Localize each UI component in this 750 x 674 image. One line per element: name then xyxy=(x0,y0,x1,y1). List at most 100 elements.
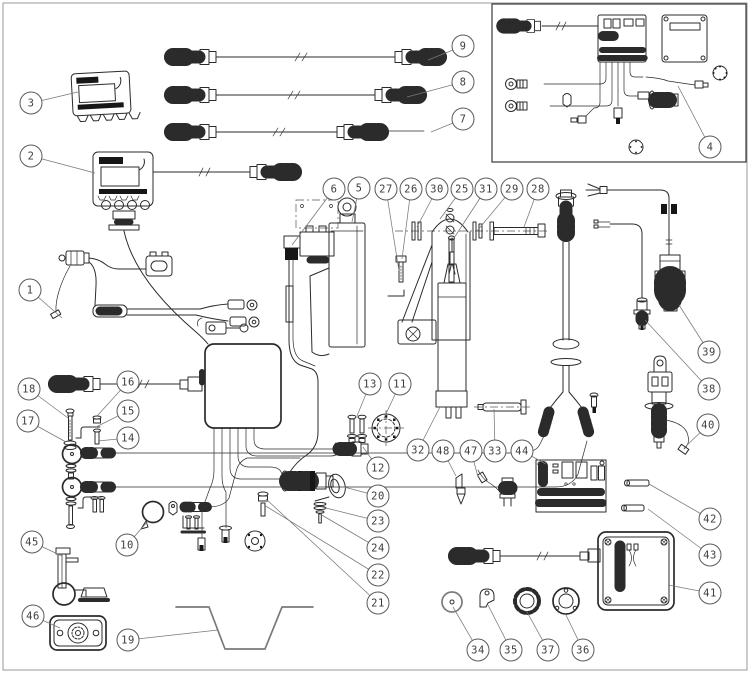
callout-leader-26 xyxy=(401,188,412,260)
corner-screws xyxy=(604,538,668,604)
panel-connector-plate xyxy=(49,615,107,651)
callout-number-36: 36 xyxy=(576,645,590,657)
callout-number-41: 41 xyxy=(703,588,717,600)
inset-assembly-box xyxy=(492,3,747,163)
callout-circle-21 xyxy=(366,591,390,615)
callout-number-28: 28 xyxy=(531,184,545,196)
callout-circle-30 xyxy=(425,177,449,201)
solenoid-cable xyxy=(285,259,319,473)
callout-circle-1 xyxy=(18,278,42,302)
callout-circle-41 xyxy=(698,581,722,605)
sensor-cable-lower xyxy=(111,440,588,488)
callout-number-16: 16 xyxy=(121,377,135,389)
callout-number-22: 22 xyxy=(371,570,385,582)
callout-circle-25 xyxy=(450,177,474,201)
callout-number-17: 17 xyxy=(21,416,35,428)
cable-clip-35 xyxy=(479,588,495,608)
callout-circle-10 xyxy=(115,533,139,557)
callout-number-23: 23 xyxy=(371,516,385,528)
junction-harness-wires xyxy=(197,427,340,552)
callout-circle-28 xyxy=(526,177,550,201)
callout-number-19: 19 xyxy=(121,635,135,647)
extension-cable-7 xyxy=(165,125,425,140)
callout-number-45: 45 xyxy=(25,537,39,549)
callout-leader-43 xyxy=(647,508,711,556)
mount-clamp xyxy=(197,317,249,335)
callout-number-29: 29 xyxy=(505,184,519,196)
clevis-pin xyxy=(474,399,532,415)
callout-number-34: 34 xyxy=(471,645,485,657)
bracket-hardware xyxy=(387,221,546,297)
callout-number-10: 10 xyxy=(120,540,134,552)
inset-round-flange xyxy=(712,65,728,81)
callout-circle-24 xyxy=(366,536,390,560)
callout-circle-26 xyxy=(399,177,423,201)
callout-circle-36 xyxy=(571,638,595,662)
callout-leader-19 xyxy=(127,629,219,641)
callout-leader-27 xyxy=(385,188,400,272)
control-pcb xyxy=(535,459,607,513)
callout-circle-40 xyxy=(696,413,720,437)
junction-module xyxy=(49,343,282,429)
callout-circle-14 xyxy=(116,426,140,450)
callout-circle-3 xyxy=(19,91,43,115)
callout-number-31: 31 xyxy=(479,184,493,196)
callout-circle-13 xyxy=(358,372,382,396)
callout-leader-38 xyxy=(644,319,710,390)
callout-number-43: 43 xyxy=(703,550,717,562)
callout-circle-17 xyxy=(16,409,40,433)
callout-number-15: 15 xyxy=(121,406,135,418)
callout-circle-31 xyxy=(474,177,498,201)
fuse-holder-48 xyxy=(455,473,466,505)
callout-number-4: 4 xyxy=(707,142,714,154)
callout-leader-22 xyxy=(263,504,379,576)
inline-connector-large xyxy=(279,470,334,492)
extension-cable-9 xyxy=(165,50,447,65)
callout-number-5: 5 xyxy=(356,183,363,195)
callout-number-33: 33 xyxy=(488,446,502,458)
toothed-ring-37 xyxy=(513,587,541,615)
callout-number-24: 24 xyxy=(371,543,385,555)
callout-circle-32 xyxy=(406,438,430,462)
callout-circle-27 xyxy=(374,177,398,201)
mounting-hardware-left xyxy=(63,408,102,450)
callout-number-6: 6 xyxy=(331,184,338,196)
callout-circle-2 xyxy=(19,144,43,168)
callout-number-46: 46 xyxy=(26,611,40,623)
washer-disc-34 xyxy=(441,591,463,613)
callout-circle-12 xyxy=(366,456,390,480)
callout-number-35: 35 xyxy=(504,645,518,657)
callout-circle-16 xyxy=(116,370,140,394)
callout-number-3: 3 xyxy=(28,98,35,110)
callout-number-26: 26 xyxy=(404,184,418,196)
callout-number-21: 21 xyxy=(371,598,385,610)
callout-number-42: 42 xyxy=(703,514,717,526)
hose-clamp xyxy=(140,500,165,530)
controller-console-small xyxy=(70,70,141,123)
callout-circle-48 xyxy=(431,439,455,463)
callout-number-14: 14 xyxy=(121,433,135,445)
callout-number-40: 40 xyxy=(701,420,715,432)
callout-circle-11 xyxy=(388,372,412,396)
callout-number-7: 7 xyxy=(460,114,467,126)
ball-mount-assembly xyxy=(52,547,110,606)
callout-number-13: 13 xyxy=(363,379,377,391)
callout-circle-35 xyxy=(499,638,523,662)
callout-circle-7 xyxy=(451,107,475,131)
callout-number-30: 30 xyxy=(430,184,444,196)
callout-number-12: 12 xyxy=(371,463,385,475)
callout-circle-42 xyxy=(698,507,722,531)
callout-number-39: 39 xyxy=(702,347,716,359)
flange-bolts xyxy=(347,414,367,443)
callout-circle-38 xyxy=(697,377,721,401)
inset-control-module xyxy=(597,14,648,63)
linear-actuator-horizontal xyxy=(309,197,366,357)
callout-number-37: 37 xyxy=(541,645,555,657)
callout-number-38: 38 xyxy=(702,384,716,396)
solenoid-with-connector xyxy=(283,199,339,473)
callout-circle-8 xyxy=(451,70,475,94)
actuator-mount-bracket xyxy=(395,208,548,345)
callout-leader-6 xyxy=(291,188,335,246)
